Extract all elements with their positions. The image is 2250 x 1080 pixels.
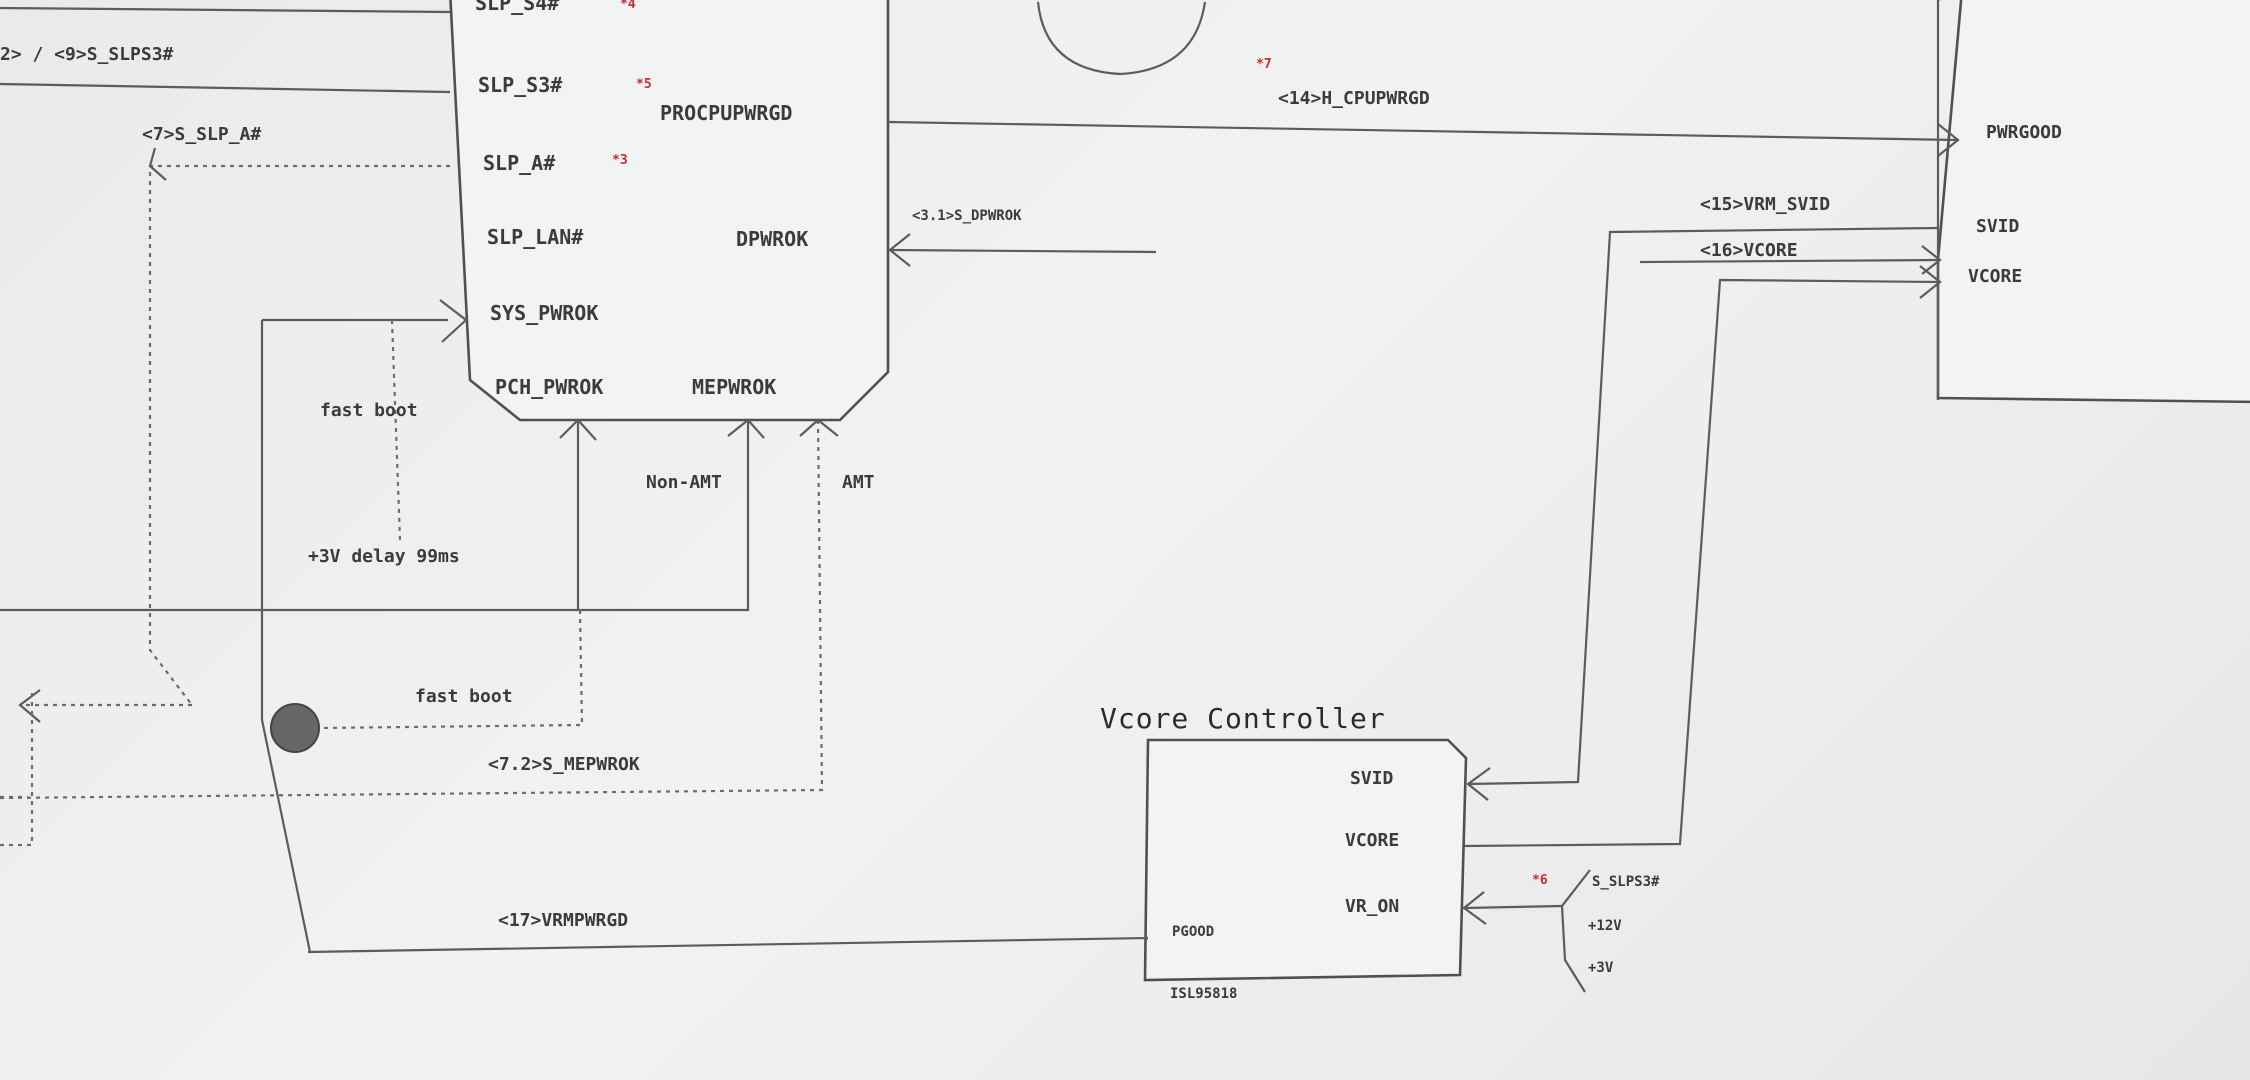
wire-mid xyxy=(0,420,750,612)
annotation-delay: +3V delay 99ms xyxy=(308,546,460,567)
arrow-mepwrok-nonamt xyxy=(727,418,765,439)
cpu-pin-pwrgood: PWRGOOD xyxy=(1986,122,2062,143)
annotation-non-amt: Non-AMT xyxy=(646,472,722,493)
net-slps3-top: 2> / <9>S_SLPS3# xyxy=(0,44,174,65)
arrow-slp-a xyxy=(148,147,167,181)
vcore-pin-pgood: PGOOD xyxy=(1172,924,1214,940)
arrow-sys-pwrok xyxy=(439,299,468,343)
wire-top-a xyxy=(0,6,451,14)
wire-slp-a-dashed xyxy=(148,164,450,706)
cpu-pin-vcore: VCORE xyxy=(1968,266,2022,287)
wire-vrmpwrgd-vert xyxy=(260,320,312,953)
net-vcore: <16>VCORE xyxy=(1700,240,1798,261)
arrow-left-dash xyxy=(18,689,41,723)
vcore-mark-vr-on: *6 xyxy=(1532,873,1548,888)
arrow-vr-on xyxy=(1462,891,1487,925)
wire-amt xyxy=(0,419,824,800)
vcore-pin-svid: SVID xyxy=(1350,768,1394,789)
pch-pin-dpwrok: DPWROK xyxy=(736,227,808,251)
arrow-svid xyxy=(1466,767,1491,801)
pch-pin-slp-a: SLP_A# xyxy=(483,151,555,175)
vcore-pin-vcore: VCORE xyxy=(1345,830,1399,851)
pch-pin-sys-pwrok: SYS_PWROK xyxy=(490,301,598,325)
cpu-pin-svid: SVID xyxy=(1976,216,2020,237)
net-cpupwrgd-mark: *7 xyxy=(1256,57,1272,72)
wire-fastboot2 xyxy=(319,609,584,730)
top-circle-arc xyxy=(1036,1,1207,76)
wire-svid xyxy=(1467,226,1939,786)
junction-dot xyxy=(270,703,320,753)
pch-mark-s4: *4 xyxy=(620,0,636,12)
cpu-block xyxy=(1936,0,2250,404)
pch-mark-s3: *5 xyxy=(636,77,652,92)
wire-vcore xyxy=(1463,278,1941,848)
wire-vrmpwrgd xyxy=(307,936,1149,954)
wire-left-bottom xyxy=(0,690,34,847)
wire-vr-on xyxy=(1463,904,1563,910)
wire-fastboot-dotted xyxy=(390,319,402,541)
annotation-amt: AMT xyxy=(842,472,875,493)
net-mepwrok: <7.2>S_MEPWROK xyxy=(488,754,640,775)
pch-pin-procpupwrgd: PROCPUPWRGD xyxy=(660,101,792,125)
cpu-block-left-edge xyxy=(1936,0,1941,400)
pch-pin-slp-lan: SLP_LAN# xyxy=(487,225,583,249)
annotation-fast-boot-1: fast boot xyxy=(320,400,418,421)
pch-block xyxy=(449,0,890,422)
wire-slps3 xyxy=(0,82,451,94)
pch-pin-slp-s3: SLP_S3# xyxy=(478,73,562,97)
vr-input-bracket xyxy=(1560,869,1591,993)
pch-mark-sa: *3 xyxy=(612,153,628,168)
net-vrm-svid: <15>VRM_SVID xyxy=(1700,194,1830,215)
wire-dpwrok xyxy=(889,248,1157,254)
net-vrmpwrgd: <17>VRMPWRGD xyxy=(498,910,628,931)
net-cpupwrgd: <14>H_CPUPWRGD xyxy=(1278,88,1430,109)
pch-pin-pch-pwrok: PCH_PWROK xyxy=(495,375,603,399)
annotation-fast-boot-2: fast boot xyxy=(415,686,513,707)
vcore-controller-block xyxy=(1143,738,1468,982)
pch-pin-mepwrok: MEPWROK xyxy=(692,375,776,399)
vr-input-slps3: S_SLPS3# xyxy=(1592,874,1660,890)
wire-cpupwrgd xyxy=(887,120,1959,142)
arrow-cpupwrgd xyxy=(1937,123,1960,157)
arrow-amt xyxy=(799,418,839,437)
arrow-pch-pwrok xyxy=(559,418,597,441)
vr-input-12v: +12V xyxy=(1588,918,1622,934)
net-slp-a: <7>S_SLP_A# xyxy=(142,124,261,145)
arrow-vcore-label xyxy=(1921,245,1942,275)
vcore-part-number: ISL95818 xyxy=(1170,986,1237,1002)
vr-input-3v: +3V xyxy=(1588,960,1614,976)
net-dpwrok-in: <3.1>S_DPWROK xyxy=(912,208,1022,224)
vcore-pin-vr-on: VR_ON xyxy=(1345,896,1399,917)
arrow-dpwrok xyxy=(888,233,911,267)
wire-vcore-label-line xyxy=(1639,258,1941,264)
pch-pin-slp-s4: SLP_S4# xyxy=(475,0,559,15)
vcore-controller-title: Vcore Controller xyxy=(1100,702,1386,735)
